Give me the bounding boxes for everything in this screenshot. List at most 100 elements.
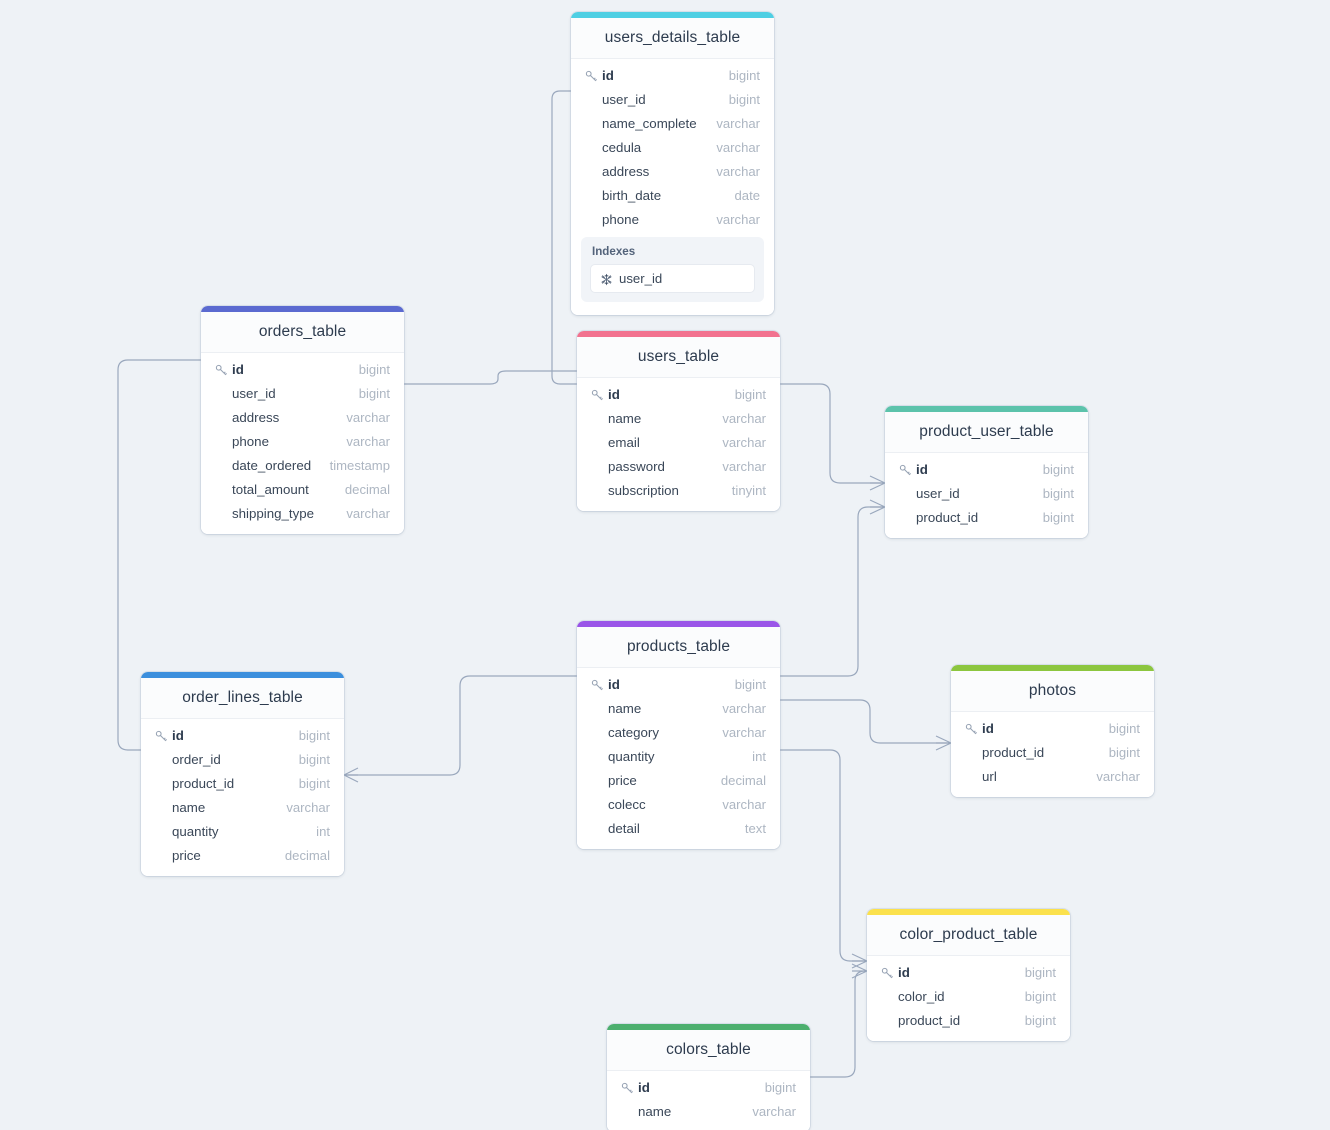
field-name: quantity — [172, 823, 219, 839]
index-column-name: user_id — [619, 271, 663, 286]
field-indent-spacer — [591, 775, 604, 788]
table-title: colors_table — [607, 1030, 810, 1071]
field-type: bigint — [1024, 964, 1056, 980]
field-indent-spacer — [591, 823, 604, 836]
field-indent-spacer — [585, 118, 598, 131]
field-name: email — [608, 434, 640, 450]
field-indent-spacer — [585, 142, 598, 155]
table-accent-bar — [867, 909, 1070, 915]
field-name: phone — [232, 433, 269, 449]
crow-productuser-product — [869, 499, 886, 515]
table-accent-bar — [141, 672, 344, 678]
table-title: color_product_table — [867, 915, 1070, 956]
field-type: varchar — [752, 1103, 796, 1119]
field-type: bigint — [298, 751, 330, 767]
field-name: shipping_type — [232, 505, 315, 521]
field-name: name — [638, 1103, 672, 1119]
field-name: detail — [608, 820, 640, 836]
field-indent-spacer — [965, 771, 978, 784]
table-accent-bar — [577, 331, 780, 337]
field-type: varchar — [722, 724, 766, 740]
field-type: varchar — [716, 211, 760, 227]
field-indent-spacer — [215, 460, 228, 473]
edge-users-productuser — [780, 383, 885, 484]
field-type: bigint — [1108, 744, 1140, 760]
field-indent-spacer — [215, 412, 228, 425]
edge-products-photos — [780, 699, 951, 744]
field-indent-spacer — [215, 508, 228, 521]
primary-key-icon — [899, 464, 912, 477]
field-indent-spacer — [215, 436, 228, 449]
index-item[interactable]: user_id — [590, 264, 755, 293]
table-field-row[interactable]: name varchar — [607, 1099, 810, 1123]
field-type: decimal — [284, 847, 330, 863]
field-name: name — [608, 700, 642, 716]
table-field-row[interactable]: phone varchar — [571, 207, 774, 231]
field-indent-spacer — [621, 1106, 634, 1119]
field-type: decimal — [344, 481, 390, 497]
field-name: address — [232, 409, 280, 425]
field-name: phone — [602, 211, 639, 227]
field-name: address — [602, 163, 650, 179]
field-name: user_id — [602, 91, 646, 107]
crow-orderlines-product — [343, 767, 359, 783]
field-name: password — [608, 458, 665, 474]
